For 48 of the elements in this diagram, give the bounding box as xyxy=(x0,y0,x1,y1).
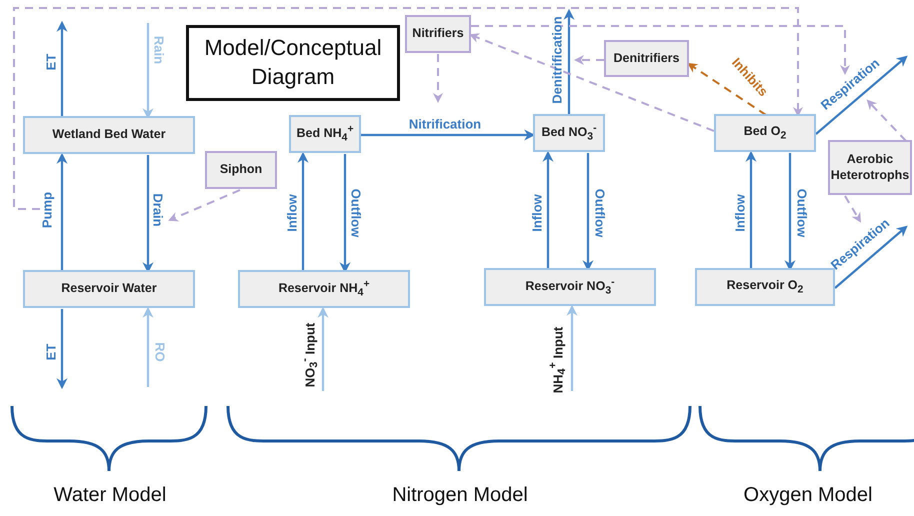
edge-label: ET xyxy=(44,54,58,70)
arrow xyxy=(746,150,756,269)
dashed-arrow xyxy=(168,189,240,222)
edge-label: Outflow xyxy=(594,188,606,238)
arrow xyxy=(56,152,68,271)
pool-box: Reservoir Water xyxy=(23,270,195,308)
arrow xyxy=(542,150,554,269)
pool-box: Wetland Bed Water xyxy=(23,116,195,154)
dashed-arrow xyxy=(687,62,767,116)
edge-label: Nitrification xyxy=(408,118,482,130)
arrow xyxy=(56,20,68,117)
edge-label: Inflow xyxy=(286,194,298,232)
edge-label: Outflow xyxy=(796,188,808,238)
arrow xyxy=(834,226,908,289)
group-label: Nitrogen Model xyxy=(392,484,528,507)
edge-label: Rain xyxy=(152,36,166,64)
arrow xyxy=(318,306,328,391)
process-box: Nitrifiers xyxy=(405,15,471,53)
edge-label: Outflow xyxy=(350,188,362,238)
arrow xyxy=(142,306,154,387)
dashed-arrow xyxy=(574,55,604,65)
edge-label: Denitrification xyxy=(550,16,564,104)
dashed-arrow xyxy=(13,7,803,210)
dashed-arrow xyxy=(433,54,443,103)
process-box: Siphon xyxy=(205,151,277,189)
arrow xyxy=(815,56,908,135)
diagram-title: Model/Conceptual Diagram xyxy=(186,25,400,101)
edge-label: Inflow xyxy=(530,194,544,232)
arrow xyxy=(566,304,578,391)
arrow xyxy=(361,130,536,140)
group-label: Water Model xyxy=(54,484,166,507)
edge-label: Inflow xyxy=(734,194,746,232)
process-box: Aerobic Heterotrophs xyxy=(828,140,912,195)
edge-label: Pump xyxy=(40,192,54,228)
dashed-arrow xyxy=(471,25,850,75)
dashed-arrow xyxy=(469,33,714,132)
pool-box: Bed O$_{2}$ xyxy=(714,114,816,152)
group-label: Oxygen Model xyxy=(744,484,872,507)
edge-label: ET xyxy=(44,344,58,360)
edge-label: RO xyxy=(154,342,166,362)
dashed-arrow xyxy=(866,100,907,142)
dashed-arrow xyxy=(844,195,862,223)
pool-box: Reservoir O$_{2}$ xyxy=(695,268,835,306)
arrow xyxy=(56,309,68,390)
arrow xyxy=(564,8,574,115)
process-box: Denitrifiers xyxy=(604,40,689,77)
arrow xyxy=(298,152,308,271)
edge-label: Drain xyxy=(152,193,164,227)
